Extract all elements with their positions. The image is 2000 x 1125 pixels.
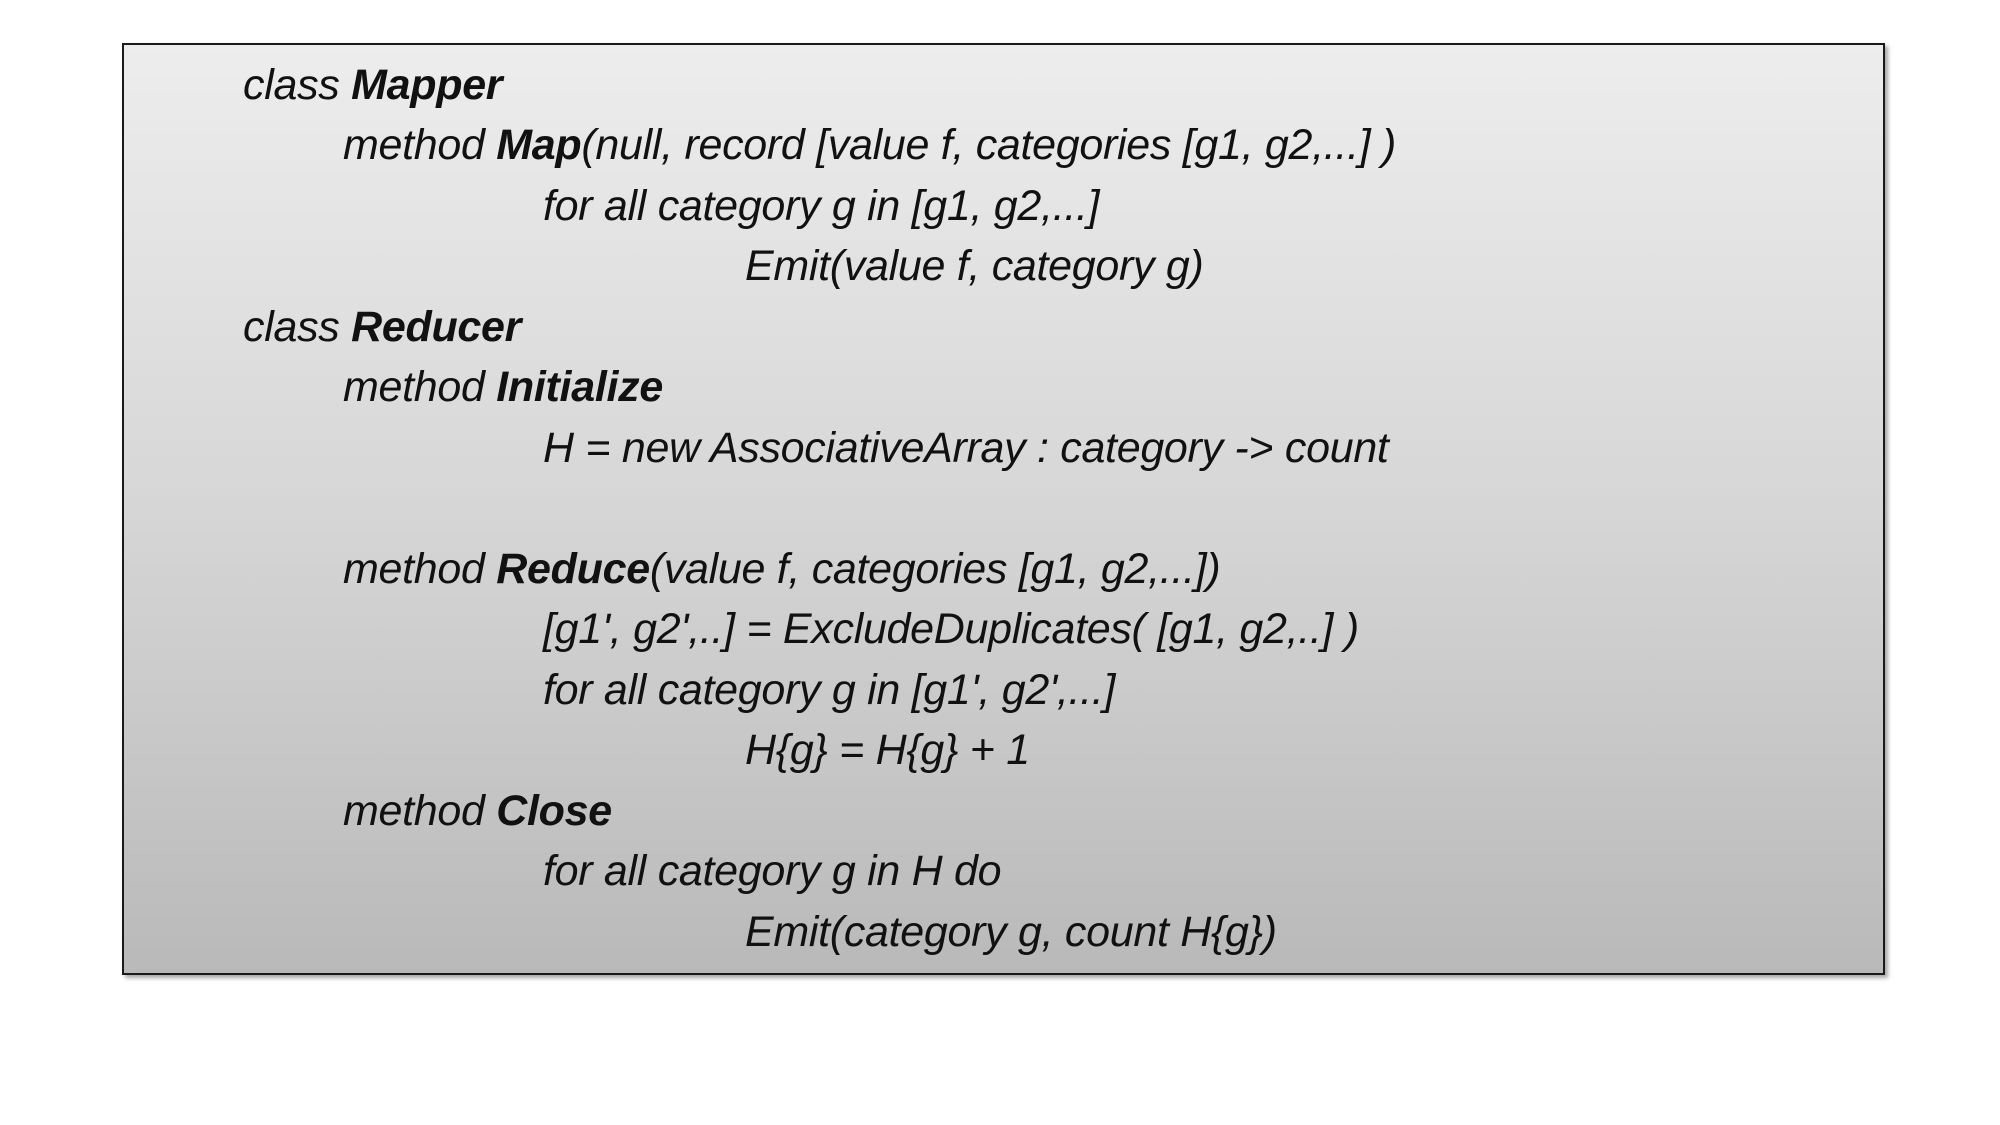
code-line-for-unique-categories: for all category g in [g1', g2',...]: [543, 660, 1115, 720]
code-line-exclude-duplicates: [g1', g2',..] = ExcludeDuplicates( [g1, …: [543, 599, 1359, 659]
code-text: H = new AssociativeArray : category -> c…: [543, 424, 1389, 472]
code-text: (null, record [value f, categories [g1, …: [581, 121, 1397, 169]
method-name: Reduce: [496, 545, 650, 593]
code-line-for-all-in-h: for all category g in H do: [543, 841, 1002, 901]
code-line-for-categories: for all category g in [g1, g2,...]: [543, 176, 1100, 236]
code-line-method-reduce: method Reduce(value f, categories [g1, g…: [343, 539, 1221, 599]
keyword: method: [343, 363, 497, 411]
code-text: for all category g in H do: [543, 847, 1002, 895]
code-line-emit-count: Emit(category g, count H{g}): [745, 902, 1277, 962]
method-name: Map: [496, 121, 582, 169]
code-line-method-map: method Map(null, record [value f, catego…: [343, 115, 1396, 175]
code-line-new-array: H = new AssociativeArray : category -> c…: [543, 418, 1389, 478]
code-line-increment-count: H{g} = H{g} + 1: [745, 720, 1030, 780]
class-name: Reducer: [351, 303, 522, 351]
code-text: H{g} = H{g} + 1: [745, 726, 1030, 774]
keyword: class: [243, 303, 352, 351]
method-name: Close: [496, 787, 612, 835]
code-text: [g1', g2',..] = ExcludeDuplicates( [g1, …: [543, 605, 1359, 653]
code-line-class-reducer: class Reducer: [243, 297, 521, 357]
code-line-method-initialize: method Initialize: [343, 357, 663, 417]
keyword: class: [243, 61, 352, 109]
code-text: Emit(value f, category g): [745, 242, 1204, 290]
code-line-class-mapper: class Mapper: [243, 55, 503, 115]
code-text: for all category g in [g1, g2,...]: [543, 182, 1100, 230]
code-text: Emit(category g, count H{g}): [745, 908, 1277, 956]
keyword: method: [343, 545, 497, 593]
keyword: method: [343, 787, 497, 835]
method-name: Initialize: [496, 363, 663, 411]
class-name: Mapper: [351, 61, 503, 109]
pseudocode-box: [122, 43, 1885, 975]
code-line-method-close: method Close: [343, 781, 612, 841]
code-line-emit-value: Emit(value f, category g): [745, 236, 1204, 296]
code-text: (value f, categories [g1, g2,...]): [649, 545, 1221, 593]
keyword: method: [343, 121, 497, 169]
code-text: for all category g in [g1', g2',...]: [543, 666, 1116, 714]
